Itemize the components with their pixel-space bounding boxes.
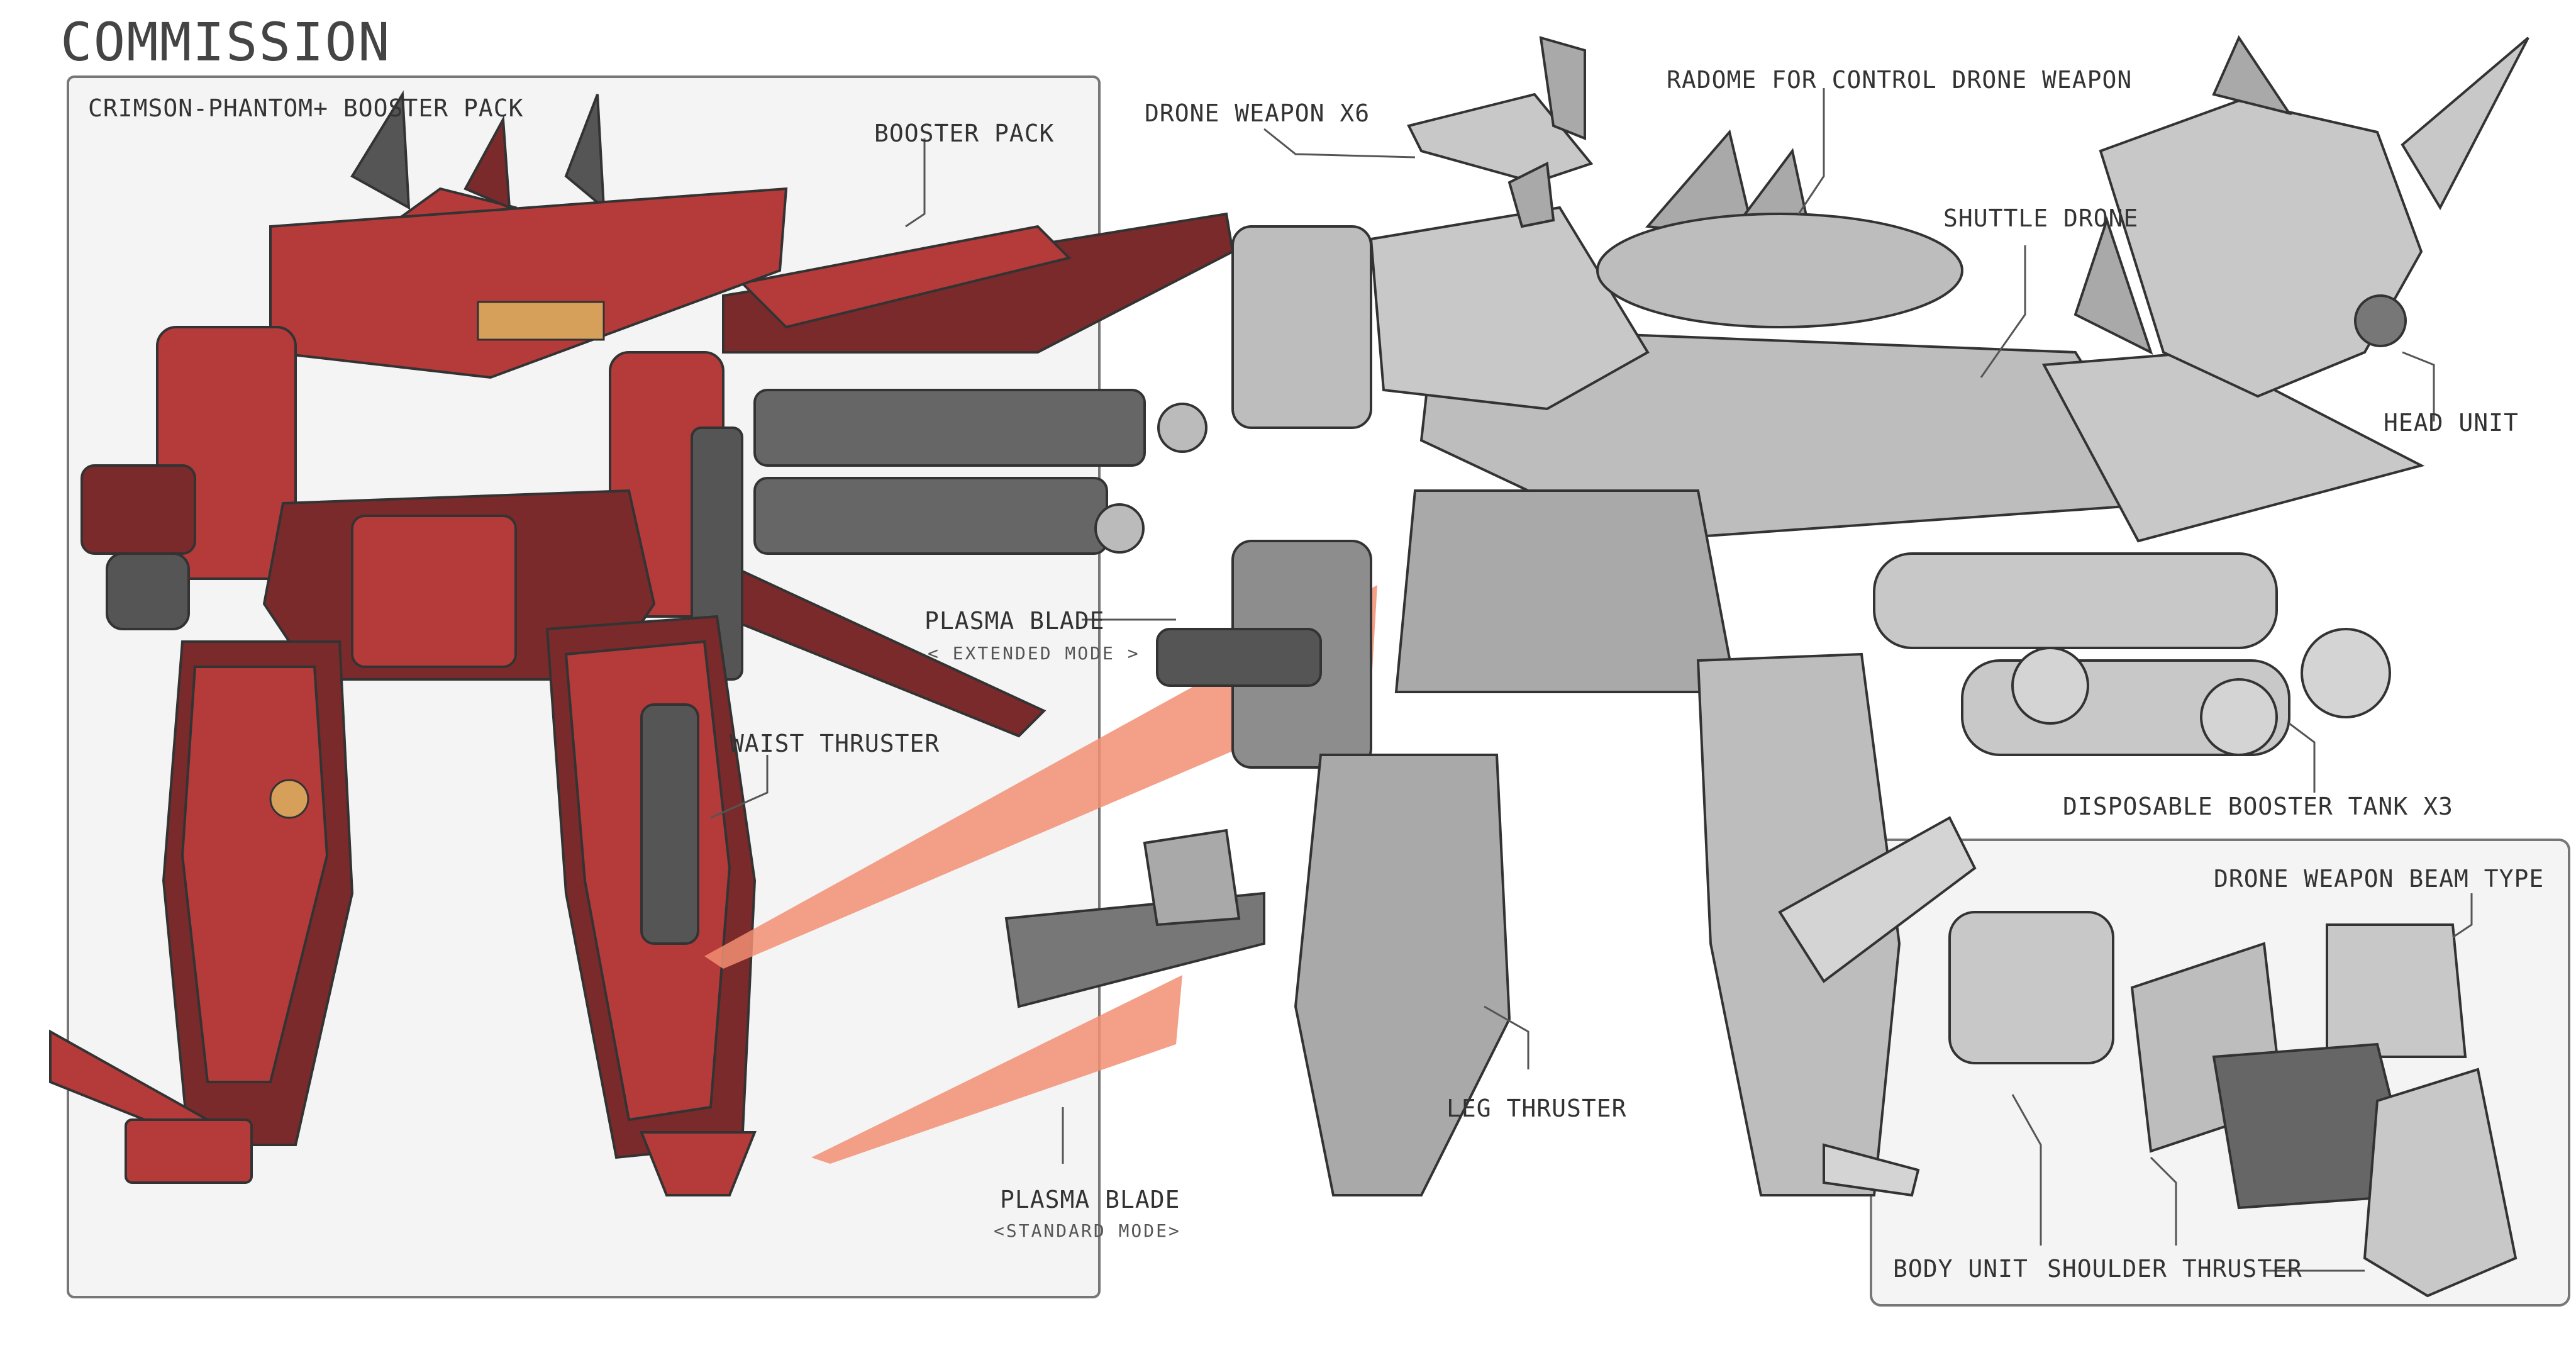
label-plasma-blade-standard-mode: <STANDARD MODE> bbox=[994, 1220, 1181, 1241]
label-shuttle-drone: SHUTTLE DRONE bbox=[1943, 204, 2139, 232]
label-waist-thruster: WAIST THRUSTER bbox=[730, 730, 940, 757]
label-radome: RADOME FOR CONTROL DRONE WEAPON bbox=[1667, 66, 2133, 94]
label-plasma-blade-extended: PLASMA BLADE bbox=[924, 607, 1105, 635]
head-unit-illustration bbox=[2099, 35, 2529, 398]
gray-mech-unarmored bbox=[1156, 129, 2425, 1197]
label-head-unit: HEAD UNIT bbox=[2384, 409, 2519, 437]
label-body-unit: BODY UNIT bbox=[1893, 1255, 2028, 1283]
component-parts bbox=[1948, 911, 2518, 1298]
label-booster-pack: BOOSTER PACK bbox=[874, 120, 1055, 147]
plasma-blade-standard bbox=[811, 975, 1182, 1164]
crimson-phantom-mech bbox=[49, 90, 1235, 1196]
label-drone-weapon: DRONE WEAPON X6 bbox=[1145, 99, 1370, 127]
label-shoulder-thruster: SHOULDER THRUSTER bbox=[2047, 1255, 2302, 1283]
left-panel-title: CRIMSON-PHANTOM+ BOOSTER PACK bbox=[88, 94, 524, 122]
drone-weapon-illustration bbox=[1407, 36, 1594, 228]
label-drone-weapon-beam: DRONE WEAPON BEAM TYPE bbox=[2214, 865, 2545, 893]
label-plasma-blade-standard: PLASMA BLADE bbox=[1000, 1186, 1180, 1213]
label-leg-thruster: LEG THRUSTER bbox=[1446, 1095, 1627, 1122]
label-disposable-booster: DISPOSABLE BOOSTER TANK X3 bbox=[2063, 793, 2453, 820]
label-plasma-blade-extended-mode: < EXTENDED MODE > bbox=[928, 643, 1140, 664]
plasma-blade-weapon bbox=[1004, 828, 1265, 1008]
page-title: COMMISSION bbox=[60, 11, 391, 73]
